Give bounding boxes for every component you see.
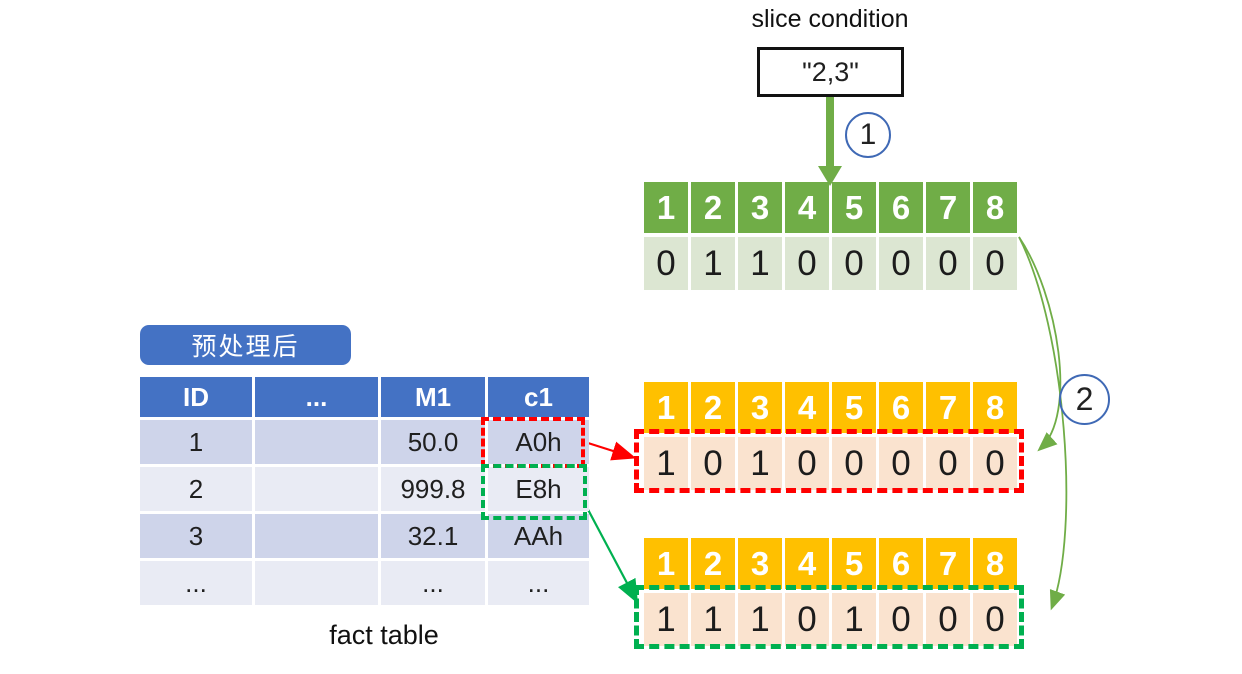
fact-table-cell: ... xyxy=(381,561,485,605)
slice-condition-label: slice condition xyxy=(751,5,909,33)
bitmap-header-cell: 6 xyxy=(879,538,923,589)
bitmap-bit-cell: 1 xyxy=(738,237,782,290)
bitmap-header-cell: 2 xyxy=(691,182,735,233)
bitmap-header-cell: 5 xyxy=(832,538,876,589)
fact-table-header-cell: c1 xyxy=(488,377,589,417)
fact-table-cell: ... xyxy=(140,561,252,605)
bitmap-bit-cell: 0 xyxy=(973,593,1017,646)
e8h-bitmap-header-row: 1 2 3 4 5 6 7 8 xyxy=(644,538,1017,589)
fact-table-header-cell: ID xyxy=(140,377,252,417)
bitmap-bit-cell: 0 xyxy=(879,237,923,290)
bitmap-bit-cell: 0 xyxy=(879,437,923,490)
bitmap-header-cell: 8 xyxy=(973,182,1017,233)
bitmap-header-cell: 4 xyxy=(785,538,829,589)
bitmap-bit-cell: 0 xyxy=(879,593,923,646)
e8h-cell-green-dashed-box xyxy=(481,464,587,520)
selection-bitmap-header-row: 1 2 3 4 5 6 7 8 xyxy=(644,182,1017,233)
bitmap-header-cell: 8 xyxy=(973,382,1017,433)
fact-table-cell: 3 xyxy=(140,514,252,558)
e8h-bitmap-green-dashed-box xyxy=(634,585,1024,649)
e8h-bitmap-values-row: 1 1 1 0 1 0 0 0 xyxy=(644,593,1017,646)
fact-table-cell: AAh xyxy=(488,514,589,558)
fact-table-cell: 2 xyxy=(140,467,252,511)
bitmap-header-cell: 2 xyxy=(691,382,735,433)
bitmap-bit-cell: 0 xyxy=(785,237,829,290)
fact-table-cell-a0h: A0h xyxy=(488,420,589,464)
bitmap-bit-cell: 1 xyxy=(644,437,688,490)
selection-to-bitmap1-curve-arrow-icon xyxy=(1018,236,1062,452)
e8h-bitmap: 1 2 3 4 5 6 7 8 1 1 1 0 1 0 0 0 xyxy=(644,538,1017,646)
a0h-to-bitmap-arrow-icon xyxy=(587,441,637,461)
bitmap-bit-cell: 0 xyxy=(691,437,735,490)
step-2-badge: 2 xyxy=(1059,374,1110,425)
bitmap-bit-cell: 1 xyxy=(691,593,735,646)
bitmap-header-cell: 3 xyxy=(738,382,782,433)
step-1-badge: 1 xyxy=(845,112,891,158)
fact-table-cell: 50.0 xyxy=(381,420,485,464)
fact-table-caption: fact table xyxy=(329,620,439,650)
bitmap-header-cell: 5 xyxy=(832,182,876,233)
fact-table-cell xyxy=(255,561,378,605)
slice-condition-value: "2,3" xyxy=(802,56,859,87)
a0h-cell-red-dashed-box xyxy=(481,417,585,468)
e8h-to-bitmap-arrow-icon xyxy=(583,501,639,604)
slice-condition-value-box: "2,3" xyxy=(757,47,904,97)
selection-bitmap-values-row: 0 1 1 0 0 0 0 0 xyxy=(644,237,1017,290)
a0h-bitmap-red-dashed-box xyxy=(634,429,1024,493)
bitmap-header-cell: 3 xyxy=(738,182,782,233)
bitmap-header-cell: 7 xyxy=(926,538,970,589)
fact-table-header-cell: ... xyxy=(255,377,378,417)
bitmap-bit-cell: 0 xyxy=(973,237,1017,290)
bitmap-bit-cell: 0 xyxy=(926,237,970,290)
bitmap-header-cell: 8 xyxy=(973,538,1017,589)
bitmap-bit-cell: 0 xyxy=(926,593,970,646)
preprocessed-tag: 预处理后 xyxy=(140,325,351,365)
fact-table-cell: 32.1 xyxy=(381,514,485,558)
fact-table: ID ... M1 c1 1 50.0 A0h 2 999.8 E8h 3 32… xyxy=(140,377,589,605)
bitmap-header-cell: 6 xyxy=(879,182,923,233)
bitmap-bit-cell: 1 xyxy=(832,593,876,646)
bitmap-bit-cell: 0 xyxy=(785,593,829,646)
selection-bitmap: 1 2 3 4 5 6 7 8 0 1 1 0 0 0 0 0 xyxy=(644,182,1017,290)
bitmap-bit-cell: 0 xyxy=(785,437,829,490)
bitmap-header-cell: 6 xyxy=(879,382,923,433)
bitmap-header-cell: 1 xyxy=(644,182,688,233)
bitmap-header-cell: 1 xyxy=(644,538,688,589)
a0h-bitmap-values-row: 1 0 1 0 0 0 0 0 xyxy=(644,437,1017,490)
bitmap-bit-cell: 1 xyxy=(644,593,688,646)
a0h-bitmap: 1 2 3 4 5 6 7 8 1 0 1 0 0 0 0 0 xyxy=(644,382,1017,490)
bitmap-bit-cell: 0 xyxy=(832,237,876,290)
bitmap-header-cell: 7 xyxy=(926,182,970,233)
slice-condition-arrow-down-icon xyxy=(818,96,842,186)
bitmap-header-cell: 2 xyxy=(691,538,735,589)
bitmap-bit-cell: 1 xyxy=(738,593,782,646)
bitmap-header-cell: 4 xyxy=(785,382,829,433)
bitmap-bit-cell: 1 xyxy=(691,237,735,290)
fact-table-cell xyxy=(255,514,378,558)
fact-table-cell: 999.8 xyxy=(381,467,485,511)
fact-table-cell: 1 xyxy=(140,420,252,464)
bitmap-bit-cell: 0 xyxy=(832,437,876,490)
bitmap-bit-cell: 1 xyxy=(738,437,782,490)
bitmap-bit-cell: 0 xyxy=(644,237,688,290)
fact-table-cell xyxy=(255,467,378,511)
bitmap-header-cell: 7 xyxy=(926,382,970,433)
selection-to-bitmap2-curve-arrow-icon xyxy=(1018,236,1068,611)
fact-table-cell: ... xyxy=(488,561,589,605)
bitmap-bit-cell: 0 xyxy=(926,437,970,490)
bitmap-header-cell: 3 xyxy=(738,538,782,589)
fact-table-cell-e8h: E8h xyxy=(488,467,589,511)
fact-table-header-cell: M1 xyxy=(381,377,485,417)
bitmap-header-cell: 1 xyxy=(644,382,688,433)
bitmap-bit-cell: 0 xyxy=(973,437,1017,490)
bitmap-header-cell: 4 xyxy=(785,182,829,233)
fact-table-cell xyxy=(255,420,378,464)
bitmap-header-cell: 5 xyxy=(832,382,876,433)
a0h-bitmap-header-row: 1 2 3 4 5 6 7 8 xyxy=(644,382,1017,433)
